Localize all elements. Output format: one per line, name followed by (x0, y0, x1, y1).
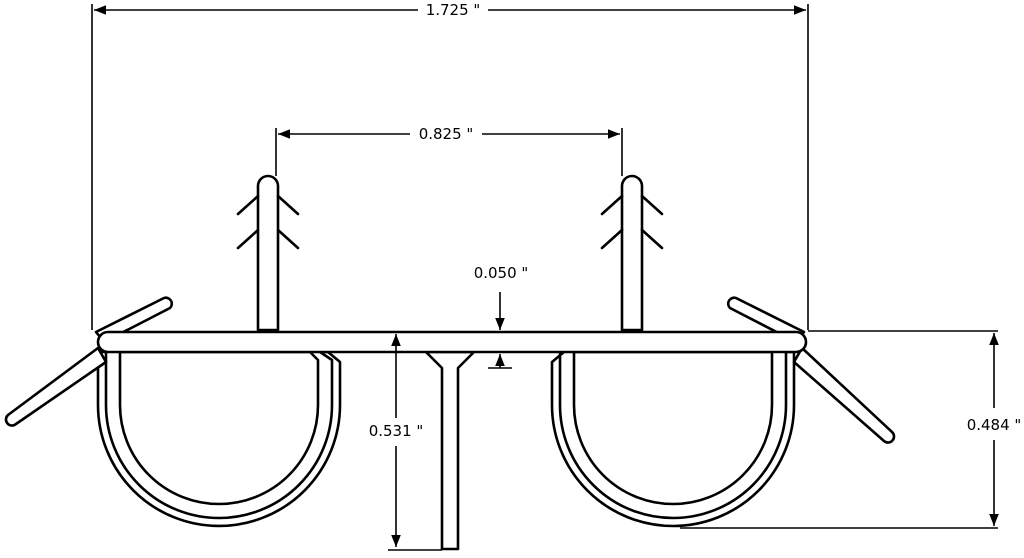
left-loop-inner (118, 350, 320, 506)
center-leg (424, 350, 476, 551)
overall-width-label: 1.725 " (426, 1, 481, 19)
right-barb-stem (620, 174, 644, 332)
right-lower-flap (792, 346, 896, 444)
base-thickness-label: 0.050 " (474, 264, 529, 282)
dimension-center-leg-depth: 0.531 " (369, 334, 442, 551)
left-barb-stem (256, 174, 280, 332)
dimension-barb-spacing: 0.825 " (275, 125, 623, 176)
loop-depth-label: 0.484 " (967, 416, 1022, 434)
left-barb-2a (236, 228, 260, 250)
dimension-loop-depth: 0.484 " (680, 330, 1022, 529)
left-lower-flap (4, 346, 108, 427)
right-barb-2b (640, 228, 664, 250)
left-barb-1a (236, 194, 260, 216)
dimension-overall-width: 1.725 " (91, 1, 809, 330)
extrusion-profile (4, 174, 896, 551)
right-barb-2a (600, 228, 624, 250)
right-barb-1b (640, 194, 664, 216)
right-loop (550, 350, 796, 528)
right-loop-inner (572, 350, 774, 506)
left-barb-2b (276, 228, 300, 250)
base-strip (96, 330, 808, 354)
right-barb-1a (600, 194, 624, 216)
left-loop (96, 350, 342, 528)
barb-spacing-label: 0.825 " (419, 125, 474, 143)
center-leg-depth-label: 0.531 " (369, 422, 424, 440)
left-barb-1b (276, 194, 300, 216)
dimension-base-thickness: 0.050 " (474, 264, 529, 369)
